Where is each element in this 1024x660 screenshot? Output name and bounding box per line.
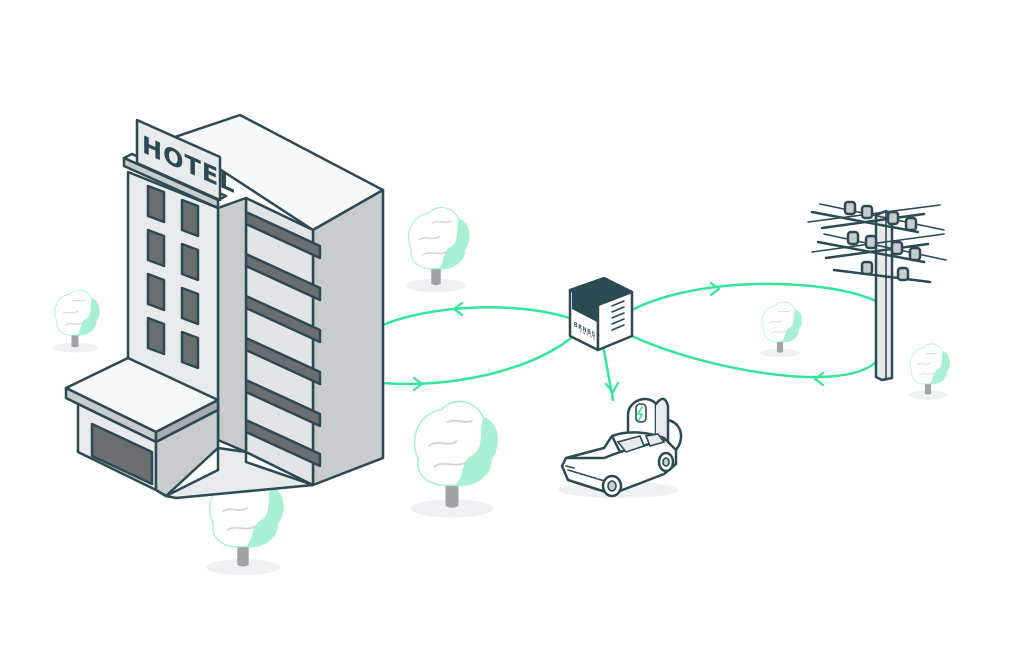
hotel-sign bbox=[135, 118, 222, 202]
crossarm-lower bbox=[811, 230, 947, 264]
arrow-icon bbox=[709, 281, 721, 297]
tree-icon bbox=[907, 343, 951, 400]
flow-hotel-to-storage bbox=[381, 333, 577, 386]
lightning-icon bbox=[637, 406, 643, 421]
tree-icon bbox=[409, 400, 499, 519]
hotel-building-icon: HOTEL bbox=[64, 113, 385, 500]
power-pole-icon bbox=[807, 200, 947, 382]
arrow-icon bbox=[452, 301, 464, 317]
flow-grid-to-storage bbox=[630, 334, 878, 379]
tree-icon bbox=[759, 301, 803, 358]
tree-icon bbox=[52, 289, 100, 354]
battery-storage-unit-icon: BRNBST ENERGY bbox=[568, 276, 634, 352]
crossarm-bottom bbox=[832, 260, 932, 284]
arrow-icon bbox=[604, 381, 620, 394]
flow-storage-to-grid bbox=[630, 282, 880, 312]
entrance-door bbox=[90, 422, 154, 486]
tree-icon bbox=[404, 206, 470, 293]
flow-storage-to-hotel bbox=[381, 306, 577, 327]
windows bbox=[146, 184, 200, 370]
arrow-icon bbox=[813, 371, 825, 387]
car-icon bbox=[558, 431, 678, 498]
vent-slots bbox=[611, 300, 625, 331]
energy-flow-lines bbox=[381, 281, 880, 402]
crossarm-upper bbox=[807, 200, 945, 234]
arrow-icon bbox=[412, 376, 424, 392]
